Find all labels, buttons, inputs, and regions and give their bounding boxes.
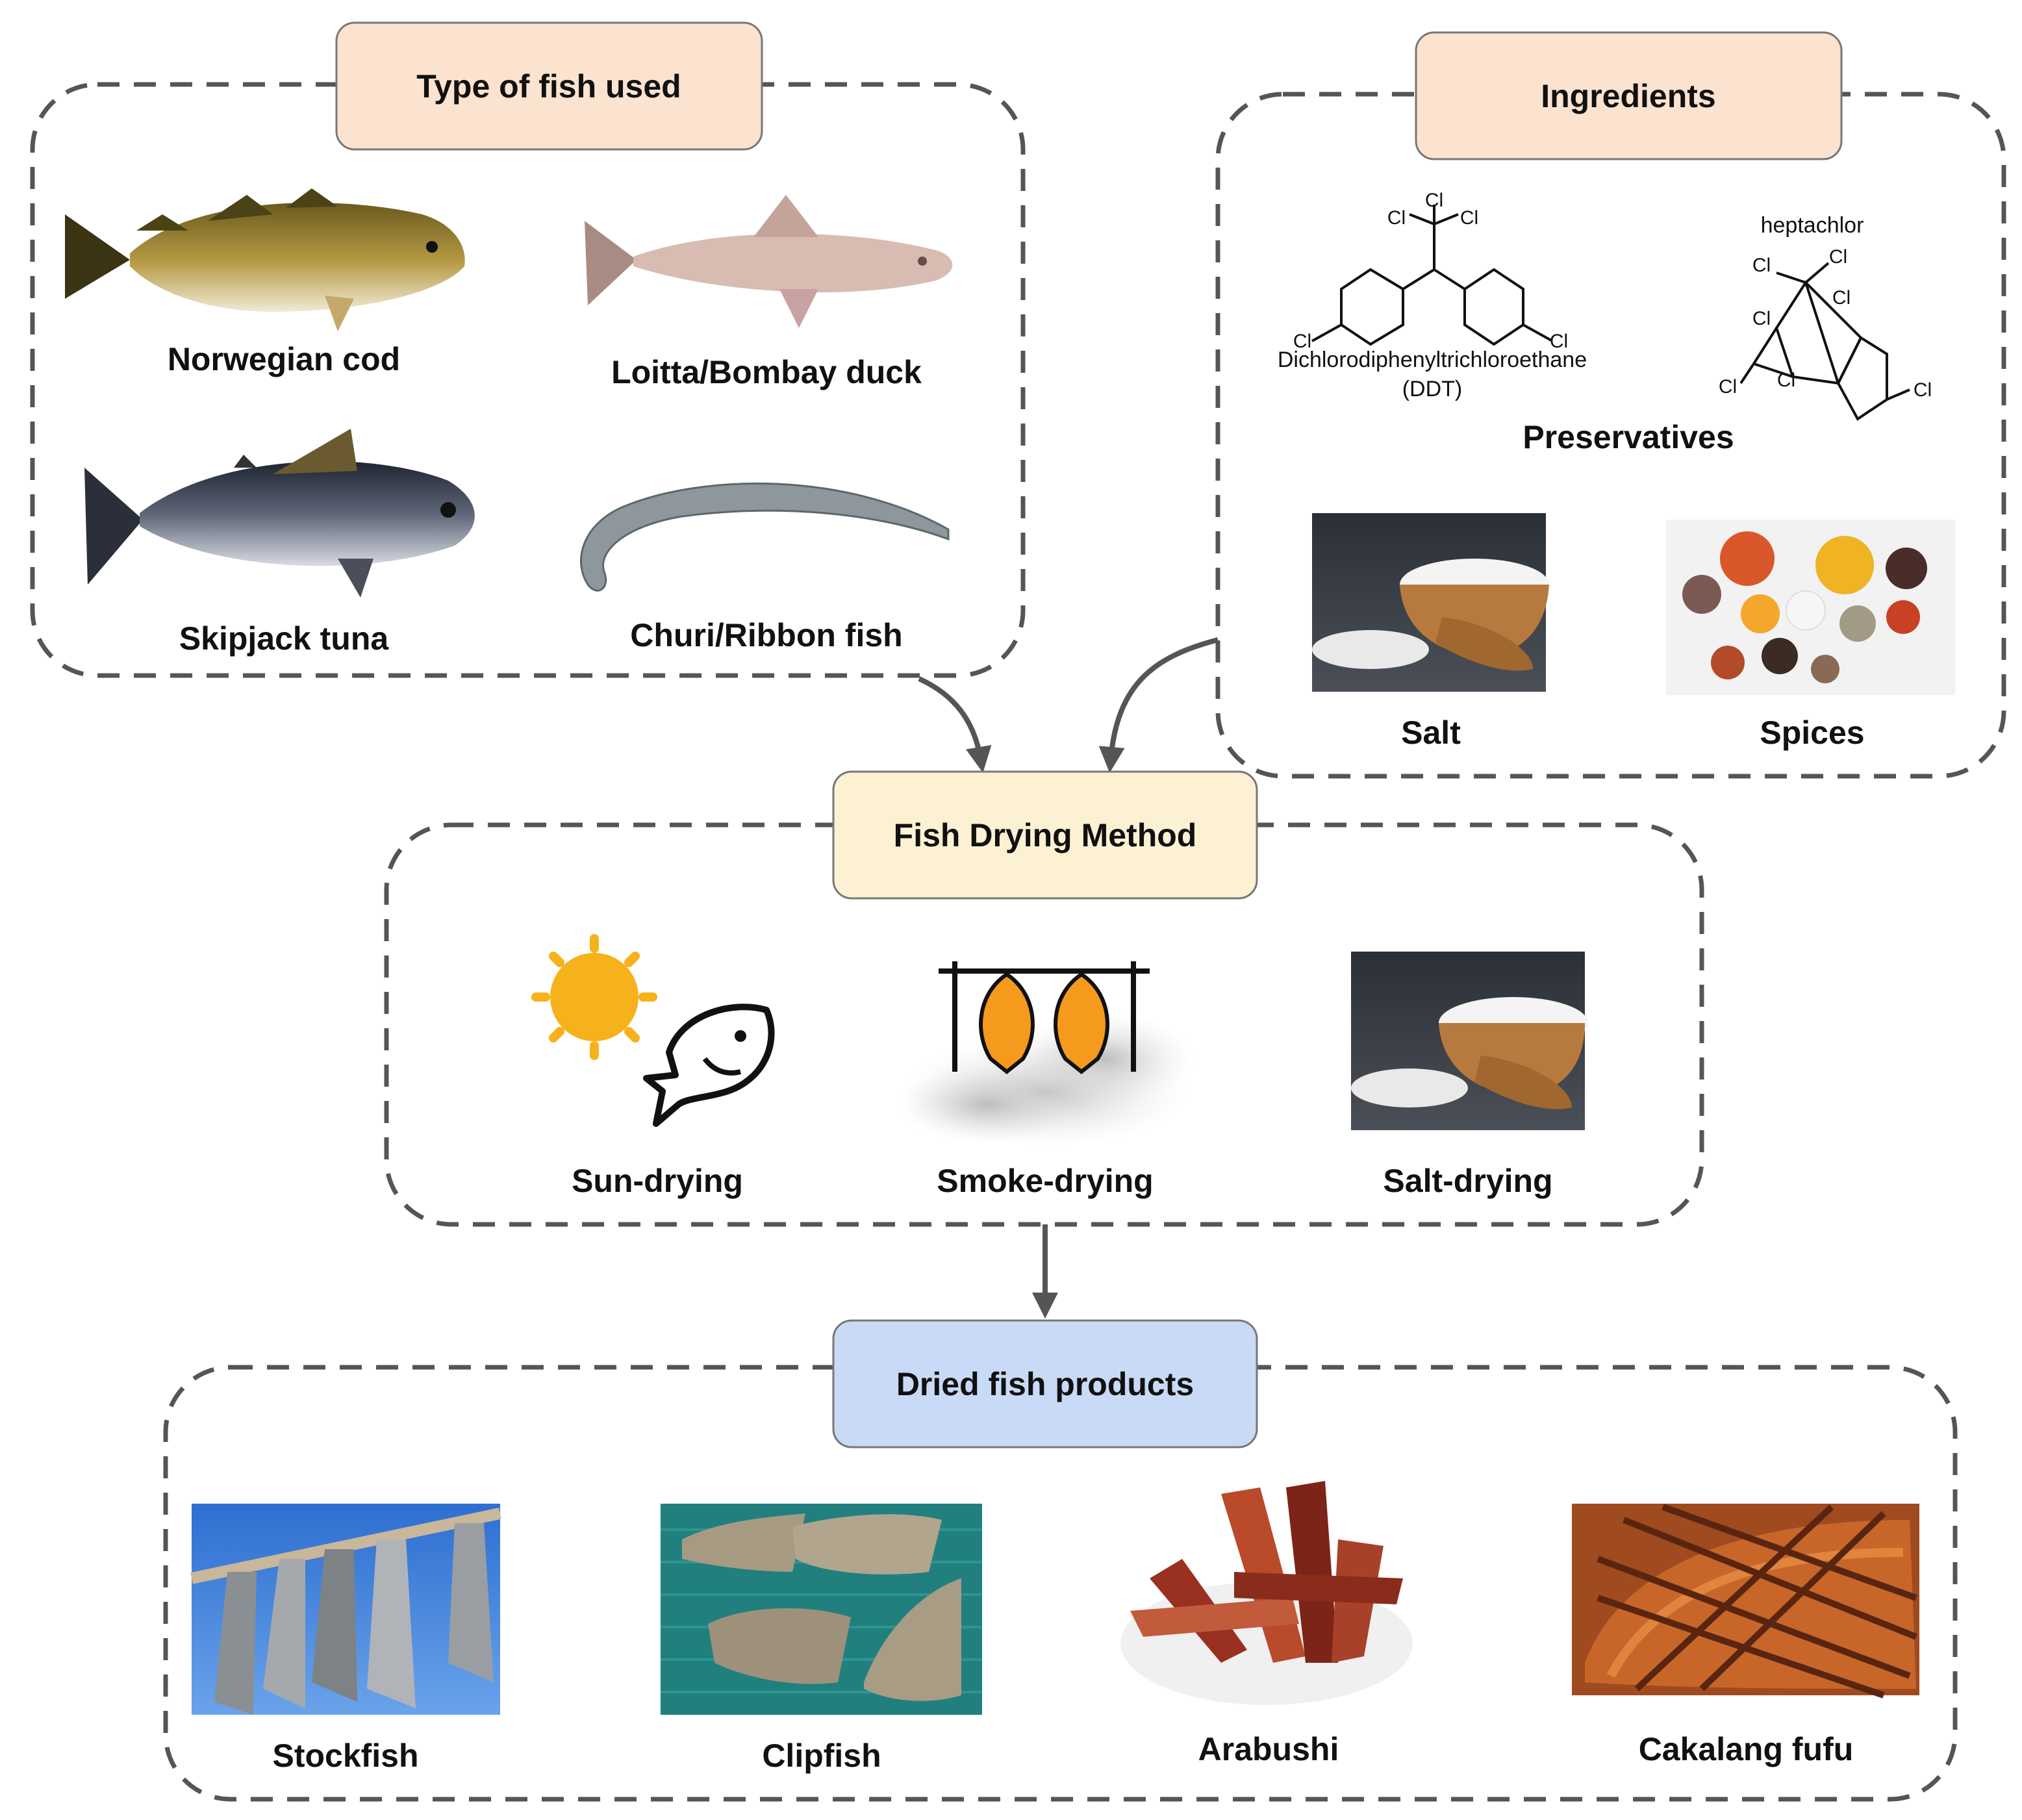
salt-photo xyxy=(1312,513,1549,692)
cakalang-fufu-photo xyxy=(1572,1504,1919,1699)
norwegian-cod-image xyxy=(65,188,465,331)
svg-text:Cl: Cl xyxy=(1293,331,1311,352)
smoke-drying-icon xyxy=(896,961,1195,1146)
drying-label-salt: Salt-drying xyxy=(1383,1163,1552,1199)
product-label-arabushi: Arabushi xyxy=(1198,1731,1339,1767)
products-header: Dried fish products xyxy=(896,1366,1194,1402)
svg-text:Cl: Cl xyxy=(1752,308,1771,329)
ddt-structure: Cl Cl Cl Cl Cl xyxy=(1293,190,1568,352)
stockfish-photo xyxy=(190,1504,501,1715)
fish-label-ribbon-fish: Churi/Ribbon fish xyxy=(630,617,902,653)
svg-text:Cl: Cl xyxy=(1719,376,1737,398)
svg-text:Cl: Cl xyxy=(1832,287,1851,309)
product-label-stockfish: Stockfish xyxy=(272,1738,418,1774)
drying-label-sun: Sun-drying xyxy=(572,1163,743,1199)
bombay-duck-image xyxy=(585,195,953,328)
heptachlor-structure: Cl Cl Cl Cl Cl Cl Cl xyxy=(1719,246,1932,421)
fish-types-header-box xyxy=(335,21,763,151)
ddt-abbreviation: (DDT) xyxy=(1402,377,1463,401)
product-label-clipfish: Clipfish xyxy=(762,1738,881,1774)
svg-text:Cl: Cl xyxy=(1752,255,1771,276)
spices-label: Spices xyxy=(1760,714,1864,751)
svg-text:Cl: Cl xyxy=(1829,246,1847,268)
drying-header-box xyxy=(832,770,1258,900)
ingredients-header-box xyxy=(1415,31,1843,160)
products-group-border xyxy=(163,1365,1958,1802)
skipjack-tuna-image xyxy=(84,429,475,598)
svg-text:Cl: Cl xyxy=(1550,331,1568,352)
clipfish-photo xyxy=(661,1504,982,1715)
ingredients-header: Ingredients xyxy=(1541,78,1715,114)
svg-text:Cl: Cl xyxy=(1777,370,1795,391)
fish-label-bombay-duck: Loitta/Bombay duck xyxy=(611,354,922,390)
fish-label-norwegian-cod: Norwegian cod xyxy=(168,341,400,377)
sun-drying-icon xyxy=(531,934,775,1127)
arrow-fish-to-drying xyxy=(918,676,992,773)
salt-label: Salt xyxy=(1401,714,1461,751)
ddt-name: Dichlorodiphenyltrichloroethane xyxy=(1278,348,1587,372)
arrow-ingredients-to-drying xyxy=(1098,637,1219,773)
drying-header: Fish Drying Method xyxy=(894,817,1197,853)
svg-text:Cl: Cl xyxy=(1425,190,1443,211)
arabushi-photo xyxy=(1120,1481,1413,1705)
heptachlor-label: heptachlor xyxy=(1761,213,1864,238)
products-header-box xyxy=(832,1319,1258,1448)
fish-types-header: Type of fish used xyxy=(416,68,681,105)
salt-drying-photo xyxy=(1351,952,1588,1130)
ribbon-fish-image xyxy=(579,482,950,592)
fish-label-skipjack-tuna: Skipjack tuna xyxy=(179,620,390,657)
svg-text:Cl: Cl xyxy=(1914,379,1932,401)
svg-text:Cl: Cl xyxy=(1460,207,1478,229)
svg-text:Cl: Cl xyxy=(1387,207,1406,229)
drying-label-smoke: Smoke-drying xyxy=(937,1163,1153,1199)
product-label-cakalang-fufu: Cakalang fufu xyxy=(1639,1731,1854,1767)
spices-photo xyxy=(1666,520,1955,695)
preservatives-label: Preservatives xyxy=(1523,419,1734,455)
